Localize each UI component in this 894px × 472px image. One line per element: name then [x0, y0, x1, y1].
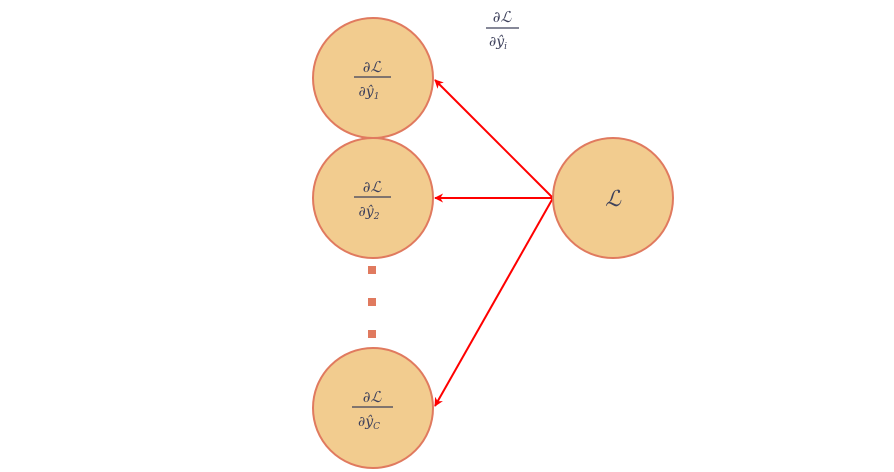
- node-denominator: ∂ŷ2: [359, 203, 380, 222]
- output-node-1: ∂ℒ ∂ŷ1: [312, 17, 434, 139]
- ellipsis-dot: [368, 298, 376, 306]
- ellipsis-dot: [368, 266, 376, 274]
- loss-label: ℒ: [605, 187, 622, 212]
- node-denominator: ∂ŷ1: [359, 83, 380, 102]
- node-numerator: ∂ℒ: [363, 58, 383, 76]
- arrow-to-y1: [434, 79, 554, 199]
- node-denominator: ∂ŷC: [358, 413, 380, 432]
- output-node-2: ∂ℒ ∂ŷ2: [312, 137, 434, 259]
- loss-node: ℒ: [552, 137, 674, 259]
- node-numerator: ∂ℒ: [363, 178, 383, 196]
- ellipsis-dot: [368, 330, 376, 338]
- output-node-C: ∂ℒ ∂ŷC: [312, 347, 434, 469]
- edge-label-numerator: ∂ℒ: [493, 8, 513, 26]
- edge-label-gradient: ∂ℒ ∂ŷi: [486, 8, 519, 52]
- edge-label-denominator: ∂ŷi: [489, 33, 507, 52]
- node-numerator: ∂ℒ: [363, 388, 383, 406]
- arrow-to-yC: [434, 197, 554, 407]
